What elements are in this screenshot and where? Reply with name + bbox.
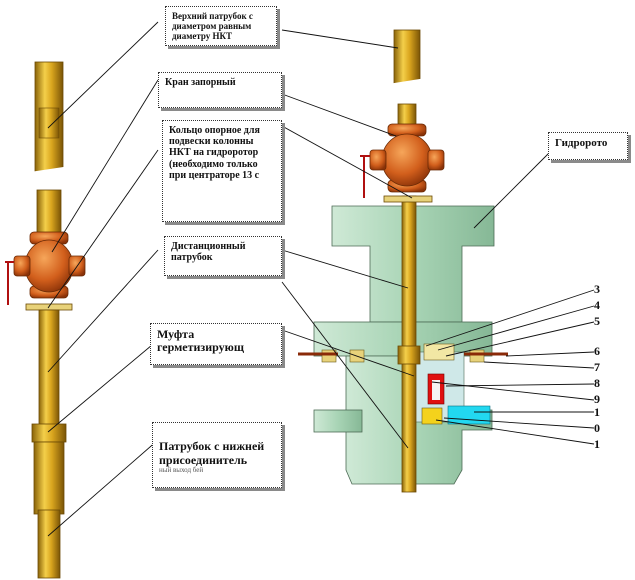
right-support-ring (383, 195, 433, 203)
part-number-8: 8 (594, 376, 600, 390)
callout-upper-pipe: Верхний патрубок с диаметром равным диам… (165, 6, 277, 46)
left-bottom-tip (37, 509, 61, 579)
left-assembly (5, 61, 86, 579)
part-number-3: 3 (594, 282, 600, 296)
callout-support-ring: Кольцо опорное для подвески колонны НКТ … (162, 120, 282, 222)
part-number-6: 6 (594, 344, 600, 358)
left-coupling (31, 423, 67, 443)
left-top-pipe-narrow (38, 107, 60, 139)
part-number-4: 4 (594, 298, 600, 312)
callout-sealing-coupling: Муфта герметизирующ (150, 323, 282, 365)
right-shutoff-valve (360, 123, 445, 198)
callout-shutoff-valve: Кран запорный (158, 72, 282, 108)
right-pipe-break (388, 78, 426, 114)
part-number-10a: 1 (594, 405, 600, 419)
part-number-11: 1 (594, 437, 600, 451)
left-shutoff-valve (5, 231, 86, 305)
part-number-10b: 0 (594, 421, 600, 435)
callout-hydrorotor: Гидророто (548, 132, 628, 160)
callout-lower-pipe-text: Патрубок с нижней присоединитель (159, 439, 265, 467)
left-lower-pipe (33, 441, 65, 515)
callout-lower-pipe: Патрубок с нижней присоединитель ный вых… (152, 422, 282, 488)
part-number-9: 9 (594, 392, 600, 406)
seal-red-inner (432, 380, 440, 400)
part-number-7: 7 (594, 360, 600, 374)
right-assembly (298, 29, 508, 493)
yellow-ring (421, 407, 443, 425)
callout-spacer-pipe: Дистанционный патрубок (164, 236, 282, 276)
leader-lines (47, 21, 595, 537)
cyan-insert (447, 405, 491, 425)
callout-lower-pipe-faded-text: ный выход бей (159, 466, 204, 475)
central-shaft (401, 195, 417, 493)
part-number-5: 5 (594, 314, 600, 328)
left-long-pipe (38, 309, 60, 431)
shaft-coupling (397, 345, 421, 365)
hydrorotor-lower-flange (313, 409, 363, 433)
